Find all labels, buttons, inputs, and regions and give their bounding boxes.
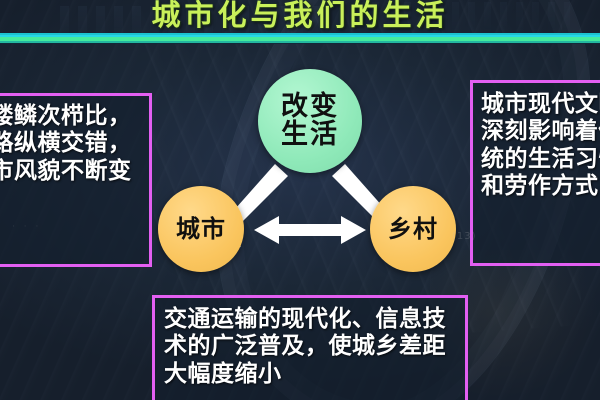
diagram-node-change-life-line1: 改变 [281,90,339,122]
diagram-node-city-label: 城市 [176,214,226,243]
diagram-node-change-life[interactable]: 改变 生活 [258,69,362,173]
divider-band-cyan-dark [0,33,600,35]
callout-box-right: 城市现代文明深刻影响着传统的生活习惯和劳作方式 [470,80,600,266]
callout-box-bottom: 交通运输的现代化、信息技术的广泛普及，使城乡差距大幅度缩小 [152,295,468,400]
watermark-corner-number: (13) [452,231,477,242]
divider-band-shadow [0,43,600,44]
divider-band-green [0,37,600,41]
callout-box-left: 高楼鳞次栉比，道路纵横交错，城市风貌不断变化 [0,93,152,267]
divider-band-teal [0,41,600,43]
divider-band-cyan [0,35,600,37]
diagram-node-village-label: 乡村 [388,214,438,243]
page-title: 城市化与我们的生活 [151,0,449,32]
diagram-node-change-life-line2: 生活 [281,119,339,150]
background-skyline-right [340,2,570,36]
diagram-node-village[interactable]: 乡村 [370,186,456,272]
slide-title-bar: 城市化与我们的生活 [0,0,600,32]
watermark-faint-mark: · · · [12,222,42,232]
title-divider [0,33,600,44]
diagram-node-city[interactable]: 城市 [158,186,244,272]
